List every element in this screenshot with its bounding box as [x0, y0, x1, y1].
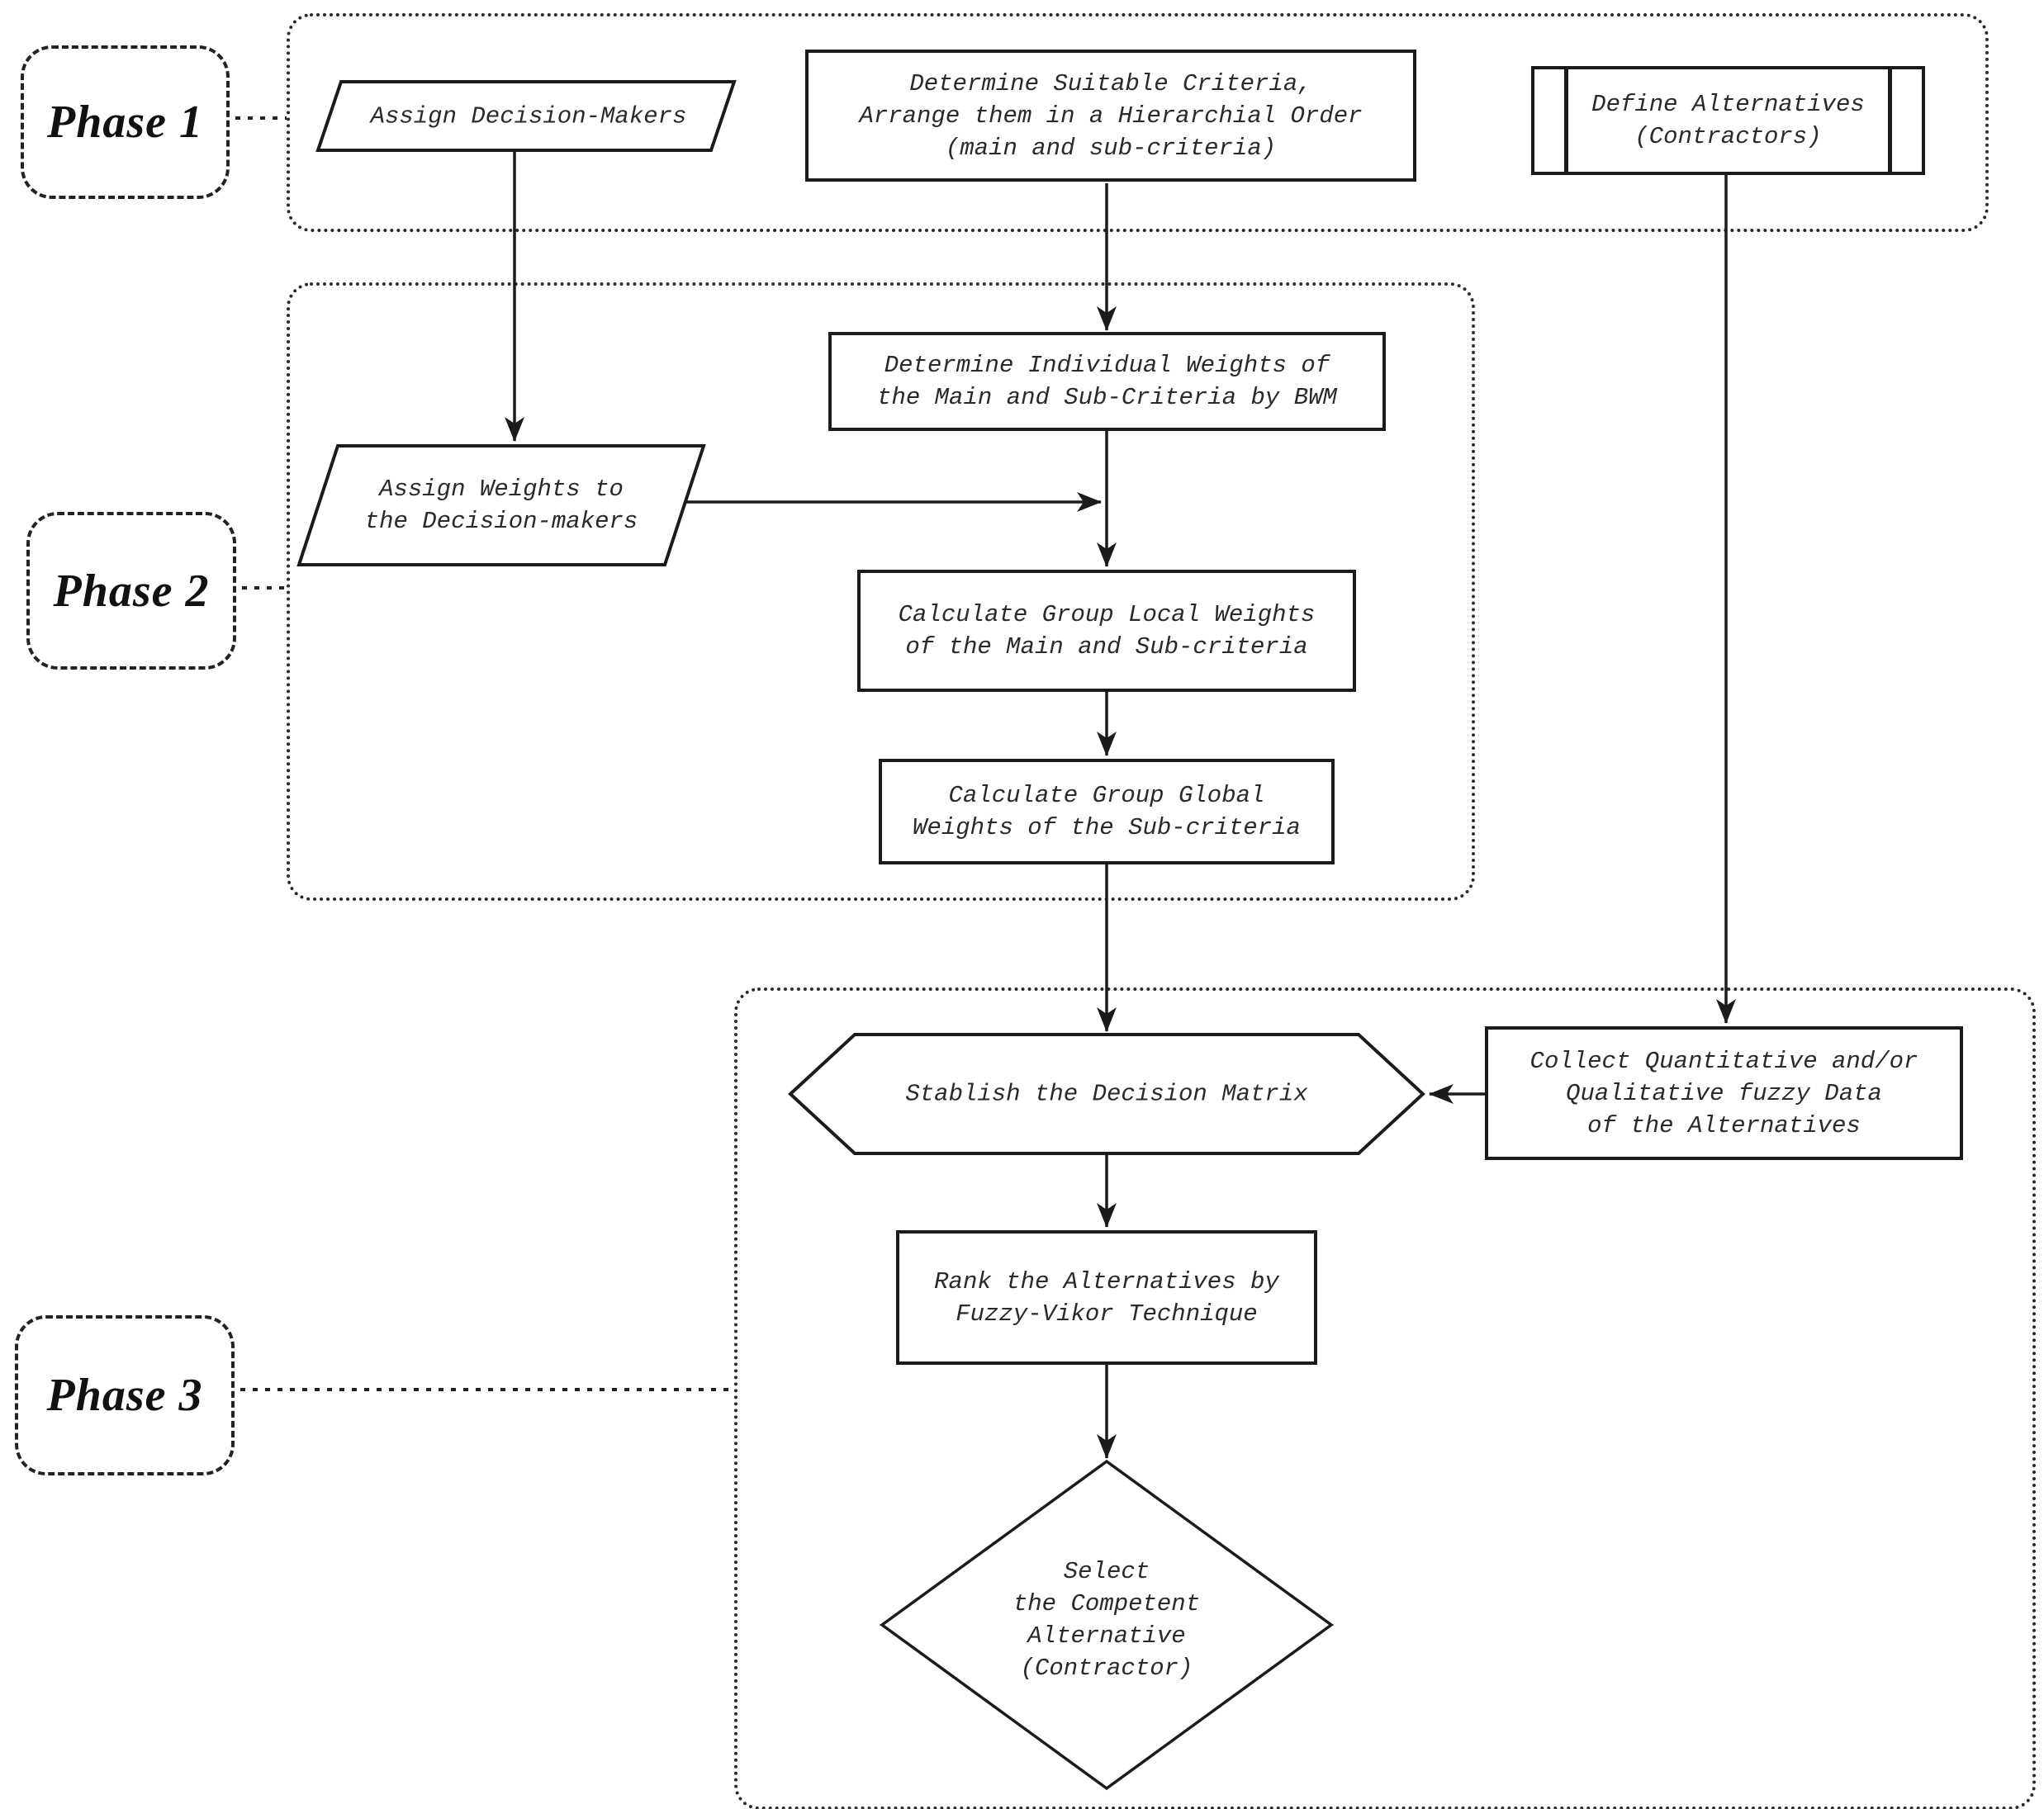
node-collect-data: Collect Quantitative and/or Qualitative …: [1485, 1026, 1963, 1160]
phase2-container: [287, 282, 1475, 901]
node-select-alternative-label: Select the Competent Alternative (Contra…: [1013, 1558, 1201, 1682]
node-assign-weights-label: Assign Weights to the Decision-makers: [364, 476, 638, 535]
node-assign-weights-shape: [296, 444, 706, 566]
phase1-container: [287, 13, 1989, 232]
phase2-label: Phase 2: [26, 512, 236, 670]
node-calc-global-weights: Calculate Group Global Weights of the Su…: [879, 759, 1335, 864]
phase1-label: Phase 1: [21, 45, 230, 199]
node-determine-weights: Determine Individual Weights of the Main…: [828, 332, 1386, 431]
node-decision-matrix-shape: [788, 1033, 1425, 1155]
node-define-alternatives: Define Alternatives (Contractors): [1531, 66, 1925, 175]
phase3-container: [734, 987, 2036, 1809]
predefined-process-bar-right: [1888, 69, 1892, 172]
phase3-label: Phase 3: [15, 1315, 235, 1475]
node-assign-decision-makers-shape: [315, 80, 737, 152]
node-define-alternatives-label: Define Alternatives (Contractors): [1591, 91, 1865, 150]
node-decision-matrix-label: Stablish the Decision Matrix: [905, 1080, 1308, 1108]
predefined-process-bar-left: [1564, 69, 1568, 172]
node-select-alternative-shape: [880, 1459, 1334, 1791]
node-rank-alternatives: Rank the Alternatives by Fuzzy-Vikor Tec…: [896, 1230, 1317, 1365]
node-assign-decision-makers-label: Assign Decision-Makers: [370, 102, 687, 130]
node-calc-local-weights: Calculate Group Local Weights of the Mai…: [857, 570, 1356, 692]
node-determine-criteria: Determine Suitable Criteria, Arrange the…: [805, 50, 1416, 182]
